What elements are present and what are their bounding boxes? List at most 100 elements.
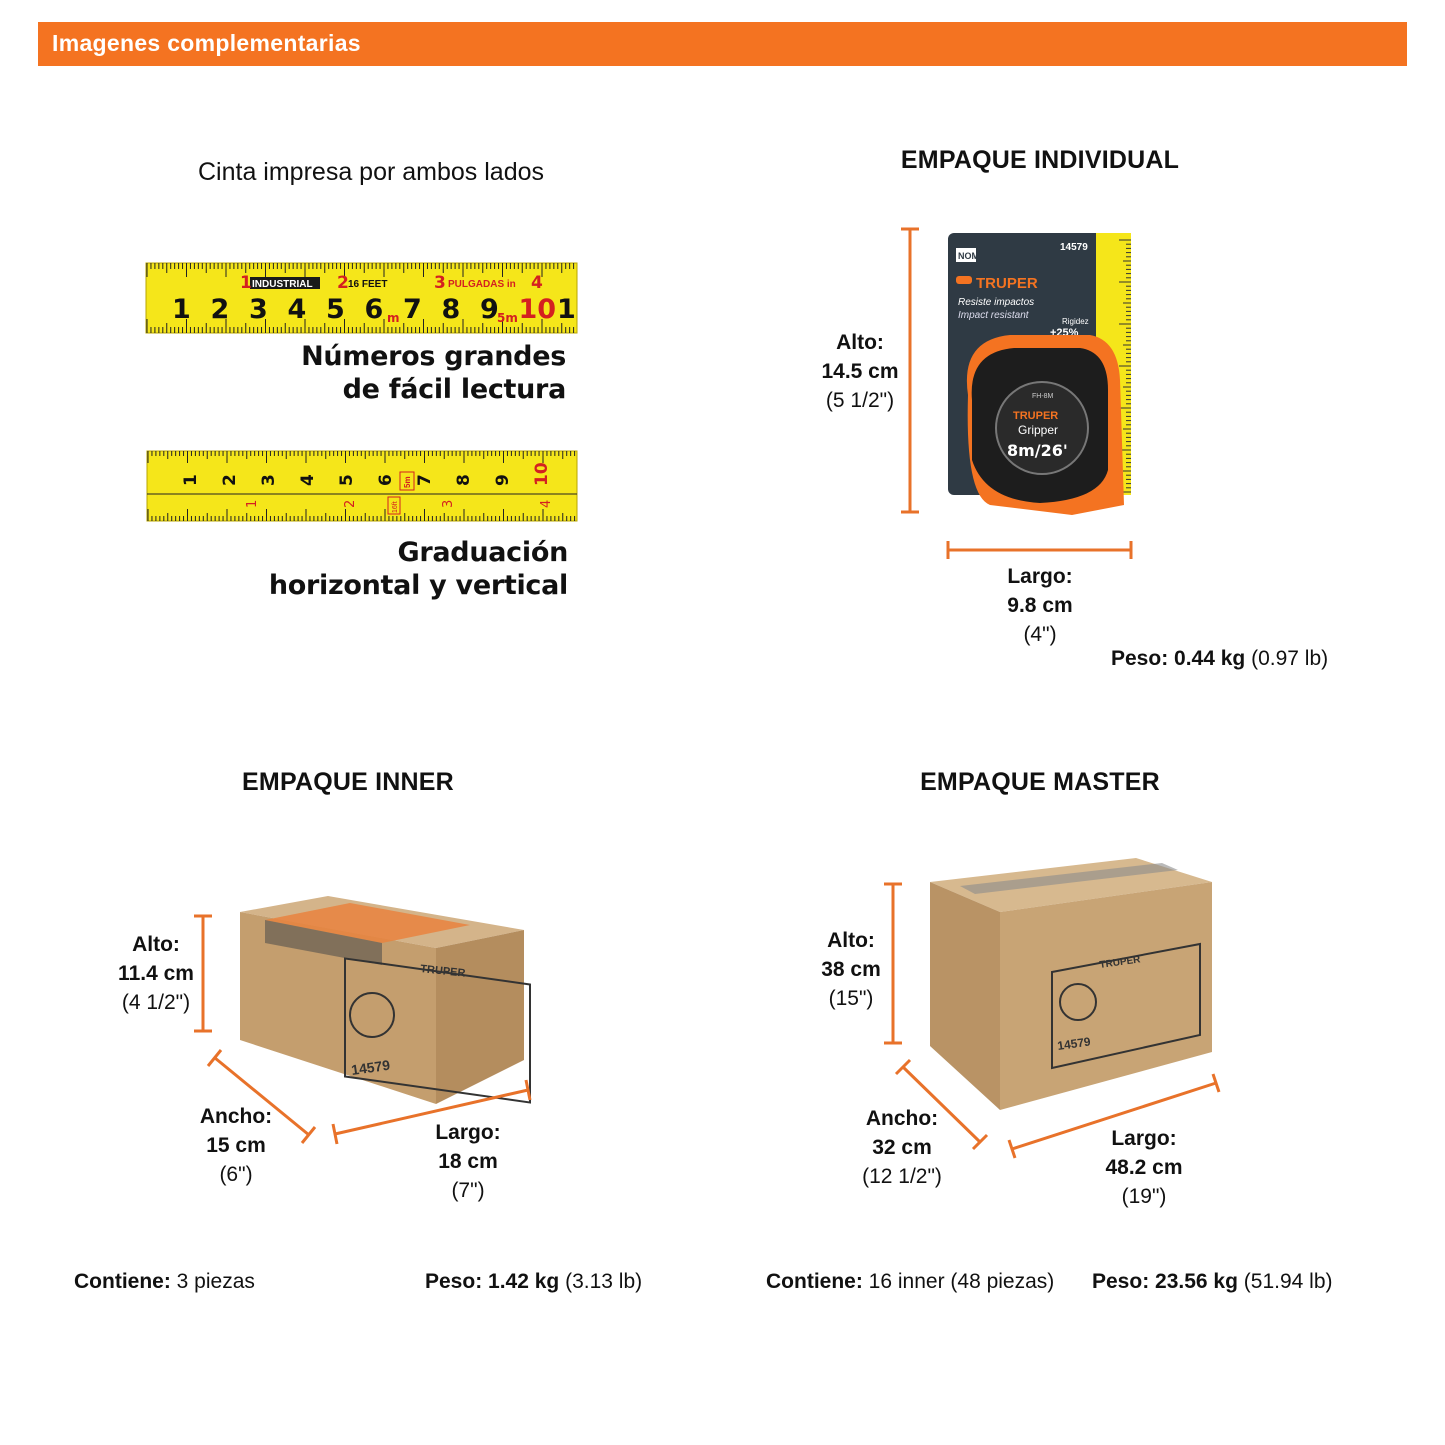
inner-contiene-label: Contiene: — [74, 1270, 171, 1293]
product-line1: Resiste impactos — [958, 297, 1034, 308]
individual-alto-imperial: (5 1/2") — [825, 389, 895, 412]
inner-alto: Alto: 11.4 cm (4 1/2") — [100, 930, 212, 1017]
individual-largo-value: 9.8 cm — [1007, 594, 1073, 617]
inner-ancho: Ancho: 15 cm (6") — [176, 1102, 296, 1189]
industrial-label-bg — [250, 277, 320, 289]
ruler2-cm-number: 8 — [454, 474, 474, 486]
product-line2: Impact resistant — [958, 310, 1030, 321]
inner-box-brand: TRUPER — [420, 963, 466, 980]
ruler1-cm-number: 3 — [249, 294, 268, 325]
header-title: Imagenes complementarias — [52, 30, 361, 56]
master-peso-value: 23.56 kg — [1155, 1270, 1238, 1293]
individual-largo: Largo: 9.8 cm (4") — [980, 562, 1100, 649]
individual-largo-imperial: (4") — [1023, 623, 1057, 646]
ruler2-inch-number: 1 — [245, 500, 260, 508]
master-peso-label: Peso: — [1092, 1270, 1150, 1293]
product-standout: Standout — [1058, 340, 1086, 347]
ruler1-industrial: INDUSTRIAL — [252, 279, 313, 290]
ruler2-cm-number: 9 — [493, 474, 513, 486]
ruler1-unit-5m: 5m — [497, 311, 518, 325]
master-contiene-value: 16 inner (48 piezas) — [868, 1270, 1055, 1293]
product-size: 8m/26' — [1007, 441, 1068, 460]
ruler2-inch-number: 2 — [343, 500, 358, 508]
master-largo-label: Largo: — [1111, 1127, 1177, 1150]
ruler1-pulgadas: PULGADAS in — [448, 279, 516, 290]
ruler1-feet: 16 FEET — [348, 279, 387, 290]
inner-alto-imperial: (4 1/2") — [121, 991, 191, 1014]
caption-graduation: Graduación horizontal y vertical — [250, 536, 568, 602]
ruler2-inch-number: 4 — [539, 500, 554, 508]
individual-alto-label: Alto: — [836, 331, 884, 354]
ruler1-cm-number: 8 — [442, 294, 461, 325]
product-rigidez-value: +25% — [1050, 327, 1079, 339]
header-banner: Imagenes complementarias — [38, 22, 1407, 66]
ruler1-cm-number: 7 — [403, 294, 422, 325]
inner-largo-label: Largo: — [435, 1121, 501, 1144]
ruler1-cm-number: 4 — [288, 294, 307, 325]
ruler2-cm-number: 4 — [298, 474, 318, 486]
ruler1-cm-number: 5 — [326, 294, 345, 325]
master-peso: Peso: 23.56 kg (51.94 lb) — [1092, 1270, 1333, 1294]
ruler1-cm-number: 1 — [172, 294, 191, 325]
master-box-brand: TRUPER — [1099, 954, 1142, 971]
master-ancho-imperial: (12 1/2") — [862, 1165, 942, 1188]
master-ancho-label: Ancho: — [865, 1107, 939, 1130]
ruler2-tag-16ft: 16ft — [392, 501, 399, 513]
product-brand-small: TRUPER — [1013, 410, 1058, 422]
inner-ancho-label: Ancho: — [199, 1105, 273, 1128]
ruler2-cm-number: 7 — [415, 474, 435, 486]
individual-peso: Peso: 0.44 kg (0.97 lb) — [1111, 647, 1328, 671]
inner-title: EMPAQUE INNER — [242, 768, 454, 796]
master-peso-imperial: (51.94 lb) — [1243, 1270, 1333, 1293]
product-nom: NOM — [958, 251, 979, 261]
master-box-code: 14579 — [1056, 1034, 1091, 1053]
inner-alto-label: Alto: — [132, 933, 180, 956]
individual-alto-value: 14.5 cm — [821, 360, 899, 383]
product-model: FH-8M — [1032, 393, 1054, 400]
master-largo: Largo: 48.2 cm (19") — [1080, 1124, 1208, 1211]
ruler1-inch-number: 4 — [531, 273, 543, 293]
inner-ancho-value: 15 cm — [206, 1134, 266, 1157]
inner-ancho-imperial: (6") — [219, 1163, 253, 1186]
ruler2-cm-number: 5 — [337, 474, 357, 486]
ruler2-cm-number: 10 — [532, 462, 552, 486]
caption-large-numbers: Números grandes de fácil lectura — [250, 340, 566, 406]
master-largo-value: 48.2 cm — [1105, 1156, 1183, 1179]
master-contiene-label: Contiene: — [766, 1270, 863, 1293]
inner-contiene-value: 3 piezas — [176, 1270, 255, 1293]
ruler1-cm-number: 2 — [211, 294, 230, 325]
master-contiene: Contiene: 16 inner (48 piezas) — [766, 1270, 1054, 1294]
master-alto-label: Alto: — [827, 929, 875, 952]
master-ancho: Ancho: 32 cm (12 1/2") — [842, 1104, 962, 1191]
ruler1-inch-number: 3 — [434, 273, 446, 293]
master-ancho-value: 32 cm — [872, 1136, 932, 1159]
caption-large-numbers-line2: de fácil lectura — [342, 374, 567, 405]
master-alto-imperial: (15") — [828, 987, 874, 1010]
individual-largo-label: Largo: — [1007, 565, 1073, 588]
individual-peso-imperial: (0.97 lb) — [1251, 647, 1329, 670]
product-name: Gripper — [1018, 423, 1058, 437]
inner-alto-value: 11.4 cm — [118, 962, 194, 985]
ruler1-inch-number: 2 — [337, 273, 349, 293]
ruler1-cm-number: 10 — [519, 294, 557, 325]
individual-peso-value: 0.44 kg — [1174, 647, 1246, 670]
ruler2-tag-5m: 5m — [403, 476, 412, 488]
caption-graduation-line1: Graduación — [397, 537, 569, 568]
inner-peso-label: Peso: — [425, 1270, 483, 1293]
inner-peso-value: 1.42 kg — [488, 1270, 560, 1293]
ruler2-inch-number: 3 — [441, 500, 456, 508]
individual-peso-label: Peso: — [1111, 647, 1169, 670]
inner-peso: Peso: 1.42 kg (3.13 lb) — [425, 1270, 642, 1294]
master-largo-imperial: (19") — [1121, 1185, 1167, 1208]
individual-title: EMPAQUE INDIVIDUAL — [900, 146, 1180, 174]
ruler1-inch-number: 1 — [240, 273, 252, 293]
caption-graduation-line2: horizontal y vertical — [268, 570, 568, 601]
inner-largo: Largo: 18 cm (7") — [408, 1118, 528, 1205]
product-code: 14579 — [1060, 242, 1088, 253]
